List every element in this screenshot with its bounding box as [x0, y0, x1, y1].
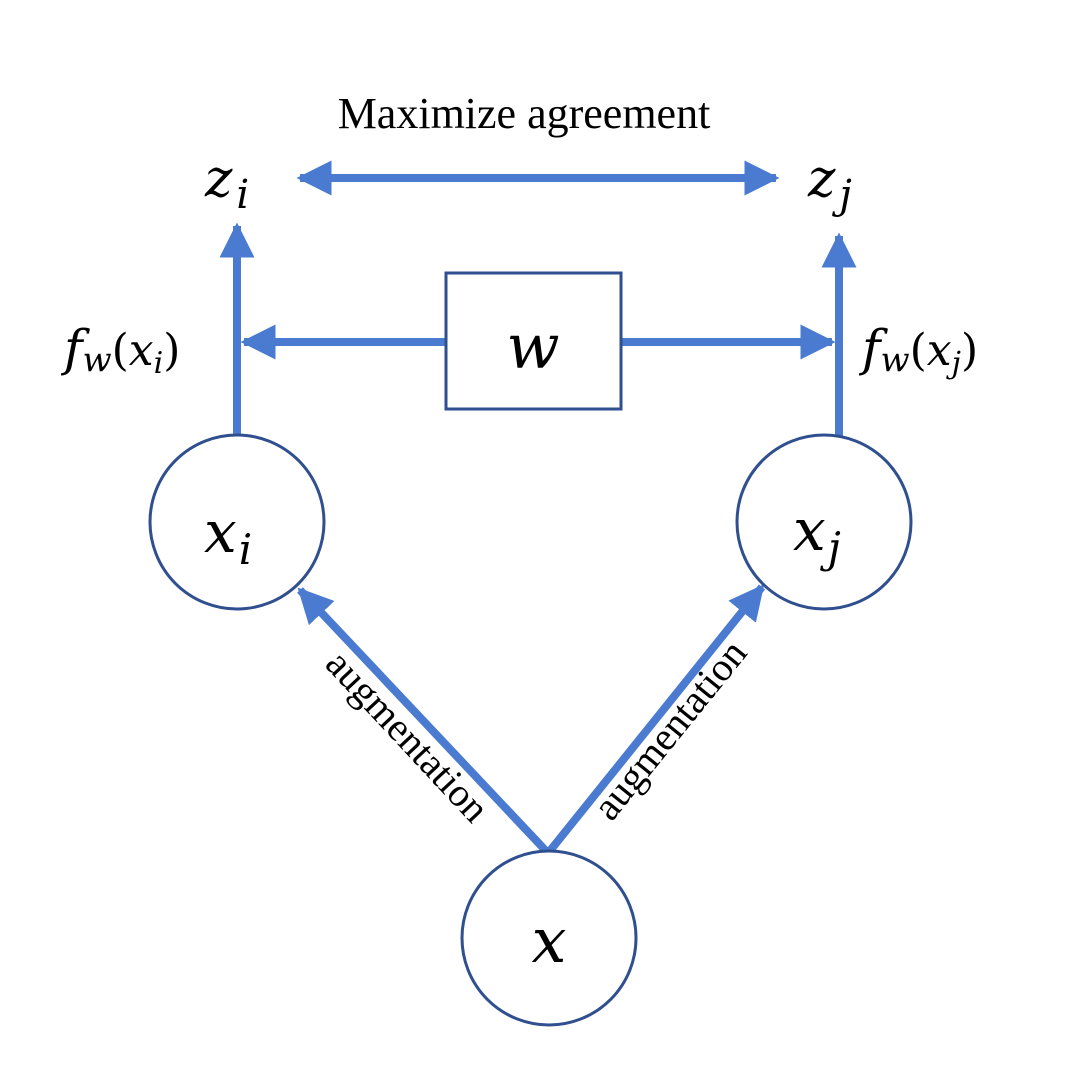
x-label: x: [532, 904, 567, 977]
zi-subscript: i: [236, 172, 249, 218]
fw-xj-close: ): [961, 325, 978, 376]
fw-xj-label: fw(xj): [858, 319, 978, 381]
x-node: [460, 849, 638, 1027]
diagram-title: Maximize agreement: [338, 89, 711, 138]
zi-base: z: [204, 149, 233, 209]
fw-xi-argsub: i: [154, 346, 164, 381]
xj-label: xj: [793, 496, 841, 572]
fw-xi-fsub: w: [83, 340, 112, 380]
fw-xi-arg: x: [129, 325, 154, 376]
xj-base: x: [793, 496, 826, 564]
xi-node: [148, 433, 326, 611]
x-to-xi-augmentation-arrow: [297, 587, 550, 855]
x-to-xj-augmentation-arrow: [545, 584, 766, 855]
shared-weights-box: [444, 271, 623, 411]
xi-subscript: i: [239, 525, 252, 574]
fw-xj-open: (: [910, 325, 927, 376]
xi-label: xi: [204, 498, 252, 574]
fw-xj-fsub: w: [881, 340, 910, 380]
augmentation-left-label: augmentation: [317, 641, 498, 831]
xj-node: [735, 433, 913, 611]
zj-base: z: [807, 149, 836, 209]
fw-xi-open: (: [112, 325, 129, 376]
augmentation-right-label: augmentation: [584, 631, 756, 829]
fw-xi-close: ): [163, 325, 180, 376]
fw-xj-arg: x: [927, 325, 952, 376]
xi-base: x: [204, 498, 237, 566]
w-label: w: [506, 310, 559, 383]
fw-xi-label: fw(xi): [60, 319, 180, 381]
